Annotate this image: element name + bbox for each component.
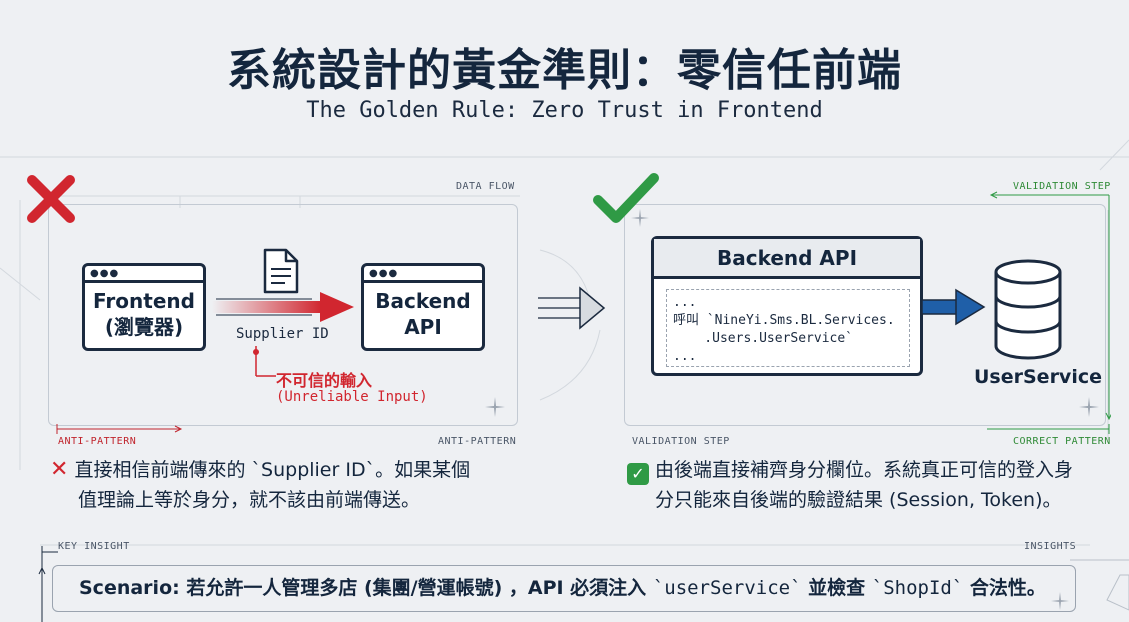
scenario-code: `userService` xyxy=(652,577,802,599)
sparkle-icon-left xyxy=(485,397,505,417)
anti-pattern-note-line2: 值理論上等於身分，就不該由前端傳送。 xyxy=(78,489,421,511)
correct-pattern-bracket xyxy=(987,424,1110,434)
database-icon xyxy=(994,259,1062,360)
scenario-label: Scenario: xyxy=(79,577,180,599)
code-line: ... xyxy=(673,295,697,310)
green-check-box-icon: ✓ xyxy=(627,463,649,485)
scenario-box: Scenario: 若允許一人管理多店 (集團/營運帳號) ，API 必須注入 … xyxy=(52,565,1076,612)
frontend-sublabel: (瀏覽器) xyxy=(104,315,184,339)
userservice-label: UserService xyxy=(974,366,1102,388)
anti-pattern-bracket xyxy=(56,424,183,434)
document-icon xyxy=(263,248,299,294)
scenario-code: `ShopId` xyxy=(871,577,964,599)
anti-pattern-tag-left: ANTI-PATTERN xyxy=(58,436,137,447)
red-cross-icon xyxy=(27,175,75,223)
blue-flow-arrow xyxy=(921,288,986,326)
code-snippet: ... 呼叫 `NineYi.Sms.BL.Services. .Users.U… xyxy=(666,289,910,367)
validation-step-tag-bottom: VALIDATION STEP xyxy=(632,436,730,447)
backend-api-window-left: ●●● Backend API xyxy=(361,263,485,351)
scenario-text: 合法性。 xyxy=(963,577,1046,599)
warning-connector xyxy=(253,346,276,377)
red-x-icon: ✕ xyxy=(50,457,69,482)
page-title: 系統設計的黃金準則：零信任前端 xyxy=(227,45,902,96)
backend-sublabel: API xyxy=(404,315,442,339)
green-check-icon xyxy=(593,173,659,223)
backend-api-title: Backend API xyxy=(654,239,920,279)
correct-pattern-note-line2: 分只能來自後端的驗證結果 (Session, Token)。 xyxy=(655,489,1062,511)
red-flow-arrow xyxy=(212,292,354,322)
anti-pattern-tag-right: ANTI-PATTERN xyxy=(438,436,517,447)
correct-pattern-note-line1: 由後端直接補齊身分欄位。系統真正可信的登入身 xyxy=(655,459,1074,481)
sparkle-icon-insight xyxy=(1051,592,1069,610)
sparkle-icon-right-top xyxy=(631,209,649,227)
code-line: .Users.UserService` xyxy=(673,331,854,346)
transition-arrow xyxy=(538,286,606,330)
backend-label: Backend xyxy=(375,289,471,313)
correct-pattern-tag: CORRECT PATTERN xyxy=(1013,436,1111,447)
frontend-label: Frontend xyxy=(93,289,195,313)
anti-pattern-note-line1: 直接相信前端傳來的 `Supplier ID`。如果某個 xyxy=(74,459,471,481)
scenario-text: 若允許一人管理多店 (集團/營運帳號) ，API 必須注入 xyxy=(179,577,653,599)
anti-pattern-panel xyxy=(48,204,518,426)
sparkle-icon-right-bottom xyxy=(1079,397,1099,417)
correct-pattern-panel xyxy=(624,204,1106,426)
correct-pattern-note: ✓ 由後端直接補齊身分欄位。系統真正可信的登入身 分只能來自後端的驗證結果 (S… xyxy=(627,455,1107,515)
validation-step-tag-top: VALIDATION STEP xyxy=(1013,181,1111,192)
backend-api-window: Backend API ... 呼叫 `NineYi.Sms.BL.Servic… xyxy=(651,236,923,376)
key-insight-tag: KEY INSIGHT xyxy=(58,541,130,552)
data-flow-tag: DATA FLOW xyxy=(456,181,515,192)
key-insight-marker xyxy=(38,546,58,622)
page-subtitle: The Golden Rule: Zero Trust in Frontend xyxy=(306,98,823,123)
anti-pattern-note: ✕ 直接相信前端傳來的 `Supplier ID`。如果某個 值理論上等於身分，… xyxy=(50,455,510,515)
unreliable-input-label: 不可信的輸入 xyxy=(276,371,373,390)
code-line: 呼叫 `NineYi.Sms.BL.Services. xyxy=(673,313,895,328)
frontend-window: ●●● Frontend (瀏覽器) xyxy=(82,263,206,351)
validation-bracket-top xyxy=(989,191,1111,421)
insights-tag: INSIGHTS xyxy=(1024,541,1077,552)
code-line: ... xyxy=(673,349,697,364)
unreliable-input-sublabel: (Unreliable Input) xyxy=(276,389,428,405)
supplier-id-label: Supplier ID xyxy=(236,326,329,342)
scenario-text: 並檢查 xyxy=(801,577,872,599)
